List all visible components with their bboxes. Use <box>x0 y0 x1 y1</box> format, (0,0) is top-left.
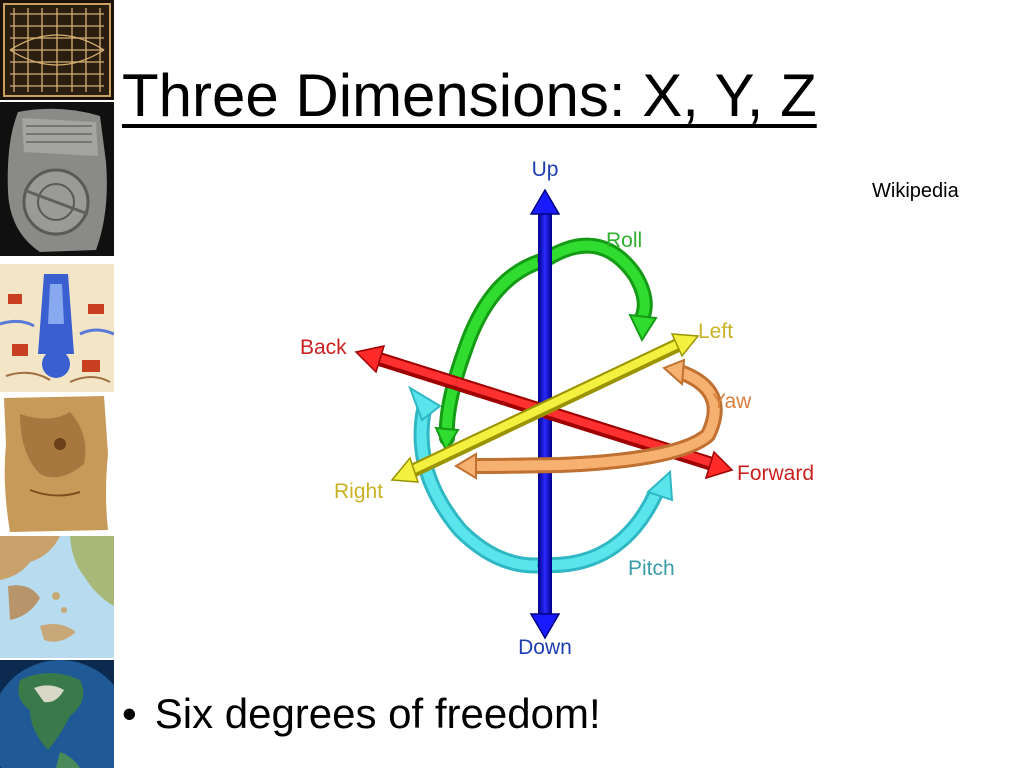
label-left: Left <box>698 320 733 343</box>
label-pitch: Pitch <box>628 557 675 580</box>
label-forward: Forward <box>737 462 814 485</box>
label-up: Up <box>532 158 559 181</box>
label-roll: Roll <box>606 229 642 252</box>
parchment-map-thumbnail <box>0 394 114 534</box>
label-back: Back <box>300 336 347 359</box>
illustrated-map-thumbnail <box>0 264 114 392</box>
globe-thumbnail <box>0 660 114 768</box>
bullet-point: • Six degrees of freedom! <box>122 690 601 738</box>
sidebar-thumbnails <box>0 0 114 768</box>
bullet-text: Six degrees of freedom! <box>154 690 601 737</box>
relief-map-thumbnail <box>0 536 114 658</box>
clay-tablet-map-thumbnail <box>0 102 114 256</box>
pitch-arc <box>408 385 674 574</box>
label-down: Down <box>518 636 572 659</box>
grid-map-thumbnail <box>0 0 114 100</box>
left-right-axis <box>390 333 700 483</box>
roll-arc <box>434 237 658 453</box>
yaw-arc <box>454 358 723 480</box>
source-credit: Wikipedia <box>872 180 959 202</box>
slide-title: Three Dimensions: X, Y, Z <box>122 62 817 129</box>
label-yaw: Yaw <box>712 390 752 413</box>
six-dof-diagram: Up Down Back Forward Left Right Roll Yaw… <box>300 158 814 659</box>
label-right: Right <box>334 480 383 503</box>
bullet-marker: • <box>122 690 137 737</box>
